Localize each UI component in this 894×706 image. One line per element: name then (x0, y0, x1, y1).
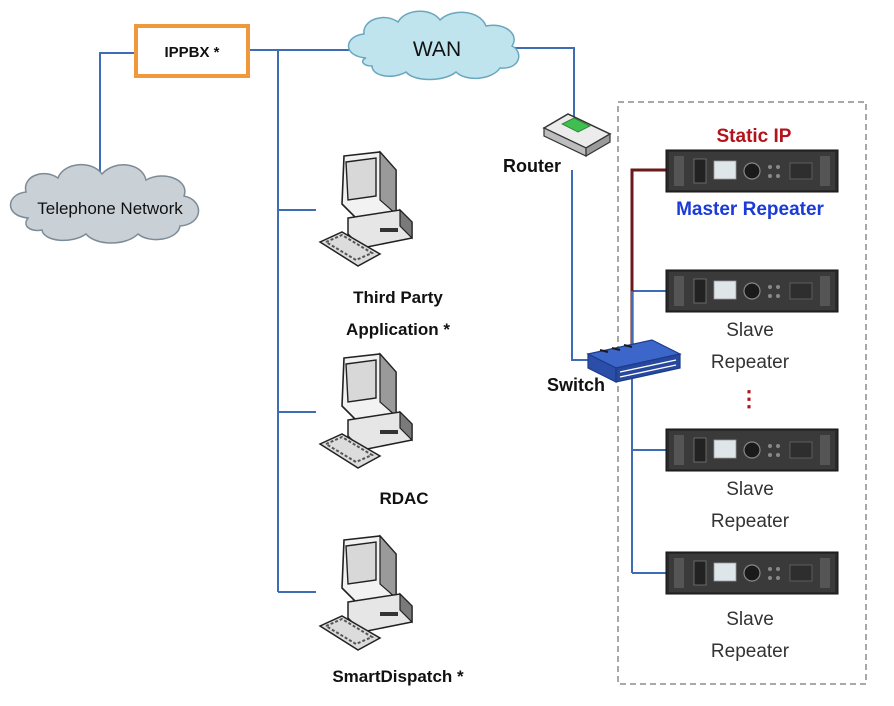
slave-repeater-icon-2 (665, 428, 839, 472)
slave-repeater-1-line2: Repeater (711, 352, 790, 373)
repeater-group-box (617, 101, 867, 685)
smartdispatch-pc-icon (319, 535, 413, 651)
telephone-network-cloud (9, 164, 200, 244)
router-icon (542, 113, 612, 158)
wan-cloud (347, 10, 520, 81)
rdac-label: RDAC (379, 489, 428, 508)
ippbx-box (134, 24, 250, 78)
master-link (630, 168, 668, 345)
slave-repeater-2-line2: Repeater (711, 511, 790, 532)
network-links (99, 47, 668, 593)
slave-repeater-icon-1 (665, 269, 839, 313)
telephone-network-label: Telephone Network (37, 199, 183, 218)
switch-icon (586, 339, 682, 383)
third-party-label-line2: Application * (346, 320, 450, 339)
third-party-pc-icon (319, 151, 413, 267)
more-repeaters-ellipsis: ⋮ (738, 386, 760, 411)
wan-label: WAN (413, 38, 461, 61)
router-label: Router (503, 156, 561, 176)
smartdispatch-label: SmartDispatch * (332, 667, 464, 686)
rdac-pc-icon (319, 353, 413, 469)
slave-repeater-icon-3 (665, 551, 839, 595)
slave-repeater-3-line1: Slave (726, 609, 774, 630)
slave-repeater-1-line1: Slave (726, 320, 774, 341)
slave-repeater-3-line2: Repeater (711, 641, 790, 662)
static-ip-label: Static IP (717, 126, 792, 147)
master-repeater-label: Master Repeater (676, 199, 824, 220)
master-repeater-icon (665, 149, 839, 193)
ippbx-label: IPPBX * (164, 44, 219, 61)
third-party-label-line1: Third Party (353, 288, 443, 307)
slave-repeater-2-line1: Slave (726, 479, 774, 500)
switch-label: Switch (547, 375, 605, 395)
